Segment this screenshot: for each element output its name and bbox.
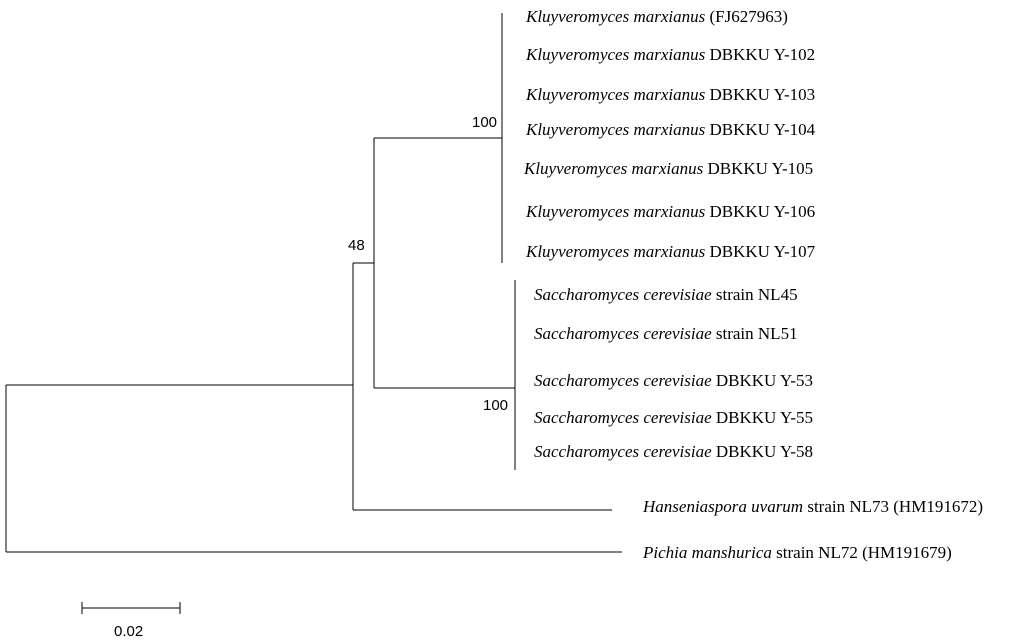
leaf-label: Kluyveromyces marxianus DBKKU Y-102 xyxy=(525,45,815,64)
leaf-label: Pichia manshurica strain NL72 (HM191679) xyxy=(642,543,952,562)
leaf-label: Kluyveromyces marxianus DBKKU Y-107 xyxy=(525,242,816,261)
leaf-label: Kluyveromyces marxianus DBKKU Y-106 xyxy=(525,202,815,221)
leaf-label: Saccharomyces cerevisiae strain NL51 xyxy=(534,324,798,343)
leaf-label: Saccharomyces cerevisiae DBKKU Y-55 xyxy=(534,408,813,427)
leaf-label: Saccharomyces cerevisiae strain NL45 xyxy=(534,285,798,304)
leaf-label: Saccharomyces cerevisiae DBKKU Y-58 xyxy=(534,442,813,461)
leaf-label: Kluyveromyces marxianus DBKKU Y-105 xyxy=(523,159,813,178)
leaf-label: Kluyveromyces marxianus (FJ627963) xyxy=(525,7,788,26)
leaf-label: Kluyveromyces marxianus DBKKU Y-104 xyxy=(525,120,816,139)
leaf-label: Saccharomyces cerevisiae DBKKU Y-53 xyxy=(534,371,813,390)
leaf-label: Kluyveromyces marxianus DBKKU Y-103 xyxy=(525,85,815,104)
scale-bar: 0.02 xyxy=(81,602,181,640)
leaf-label: Hanseniaspora uvarum strain NL73 (HM1916… xyxy=(642,497,983,516)
bootstrap-value-saccharomyces: 100 xyxy=(483,397,508,414)
scale-bar-label: 0.02 xyxy=(114,623,143,640)
bootstrap-value-node: 48 xyxy=(348,237,365,254)
bootstrap-value-kluyveromyces: 100 xyxy=(472,114,497,131)
